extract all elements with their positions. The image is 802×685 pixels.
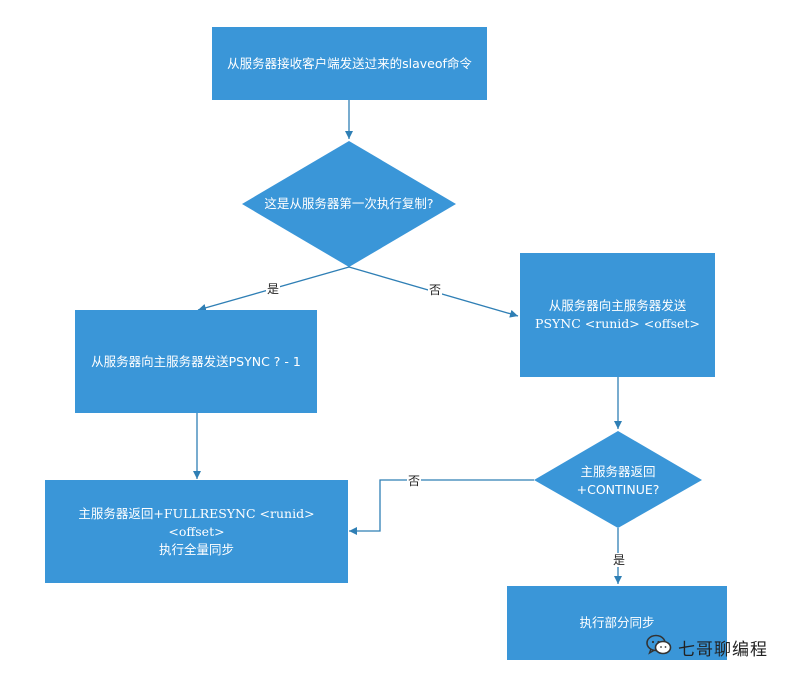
edge-label-yes-continue: 是 [612, 553, 627, 567]
psync-first-text: 从服务器向主服务器发送PSYNC ? - 1 [91, 353, 301, 369]
full-resync-node: 主服务器返回+FULLRESYNC <runid> <offset> 执行全量同… [45, 480, 348, 583]
full-resync-text-line2: 执行全量同步 [158, 541, 234, 557]
start-node-text: 从服务器接收客户端发送过来的slaveof命令 [227, 55, 472, 71]
psync-resume-text-line2: PSYNC <runid> <offset> [535, 316, 700, 331]
edge-label-yes-first: 是 [266, 282, 281, 296]
full-resync-text-line1: 主服务器返回+FULLRESYNC <runid> <offset> [78, 505, 315, 539]
decision-first-shape [242, 141, 456, 267]
wechat-icon [646, 634, 672, 661]
partial-sync-text: 执行部分同步 [579, 615, 655, 630]
decision-continue-text: 主服务器返回 +CONTINUE? [576, 464, 660, 497]
psync-resume-node: 从服务器向主服务器发送 PSYNC <runid> <offset> [520, 253, 715, 377]
partial-sync-node: 执行部分同步 [507, 586, 727, 660]
psync-resume-text-line1: 从服务器向主服务器发送 [548, 298, 687, 313]
watermark-text: 七哥聊编程 [678, 640, 768, 660]
edge-label-no-first: 否 [428, 283, 443, 297]
decision-continue-shape [534, 431, 702, 528]
start-node: 从服务器接收客户端发送过来的slaveof命令 [212, 27, 487, 100]
watermark: 七哥聊编程 [646, 634, 768, 661]
decision-first-text: 这是从服务器第一次执行复制? [264, 196, 434, 211]
edge-label-no-continue: 否 [407, 474, 422, 488]
psync-first-node: 从服务器向主服务器发送PSYNC ? - 1 [75, 310, 317, 413]
edge-continue-no-to-full-resync [349, 479, 534, 535]
